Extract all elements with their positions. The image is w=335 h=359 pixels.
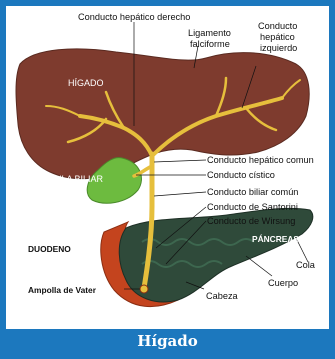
label-cuerpo: Cuerpo [268, 278, 298, 288]
leader-biliar-comun [154, 192, 206, 196]
label-hepatico-izquierdo-3: izquierdo [260, 43, 297, 53]
label-cola: Cola [296, 260, 316, 270]
label-ligamento-falciforme-1: Ligamento [188, 28, 231, 38]
label-wirsung: Conducto de Wirsung [207, 216, 295, 226]
label-santorini: Conducto de Santorini [207, 202, 298, 212]
label-hepatico-derecho: Conducto hepático derecho [78, 12, 190, 22]
ampulla-of-vater [140, 285, 148, 293]
label-hepatico-comun: Conducto hepático comun [207, 155, 314, 165]
label-cistico: Conducto cístico [207, 170, 275, 180]
label-duodeno: DUODENO [28, 244, 71, 254]
label-pancreas: PÁNCREAS [252, 233, 299, 244]
label-biliar-comun: Conducto biliar común [207, 187, 298, 197]
label-ligamento-falciforme-2: falciforme [190, 39, 230, 49]
label-vesicula-biliar: VESÍCULA BILIAR [28, 174, 104, 184]
leader-cuerpo [246, 256, 272, 276]
label-ampolla-de-vater: Ampolla de Vater [28, 285, 97, 295]
label-hepatico-izquierdo-1: Conducto [258, 21, 297, 31]
label-cabeza: Cabeza [206, 291, 239, 301]
figure-caption: Hígado [6, 329, 329, 353]
liver-anatomy-illustration: HÍGADO VESÍCULA BILIAR DUODENO PÁNCREAS … [6, 6, 329, 323]
label-higado: HÍGADO [68, 78, 104, 88]
label-hepatico-izquierdo-2: hepático [260, 32, 295, 42]
leader-hepatico-comun [154, 160, 206, 162]
